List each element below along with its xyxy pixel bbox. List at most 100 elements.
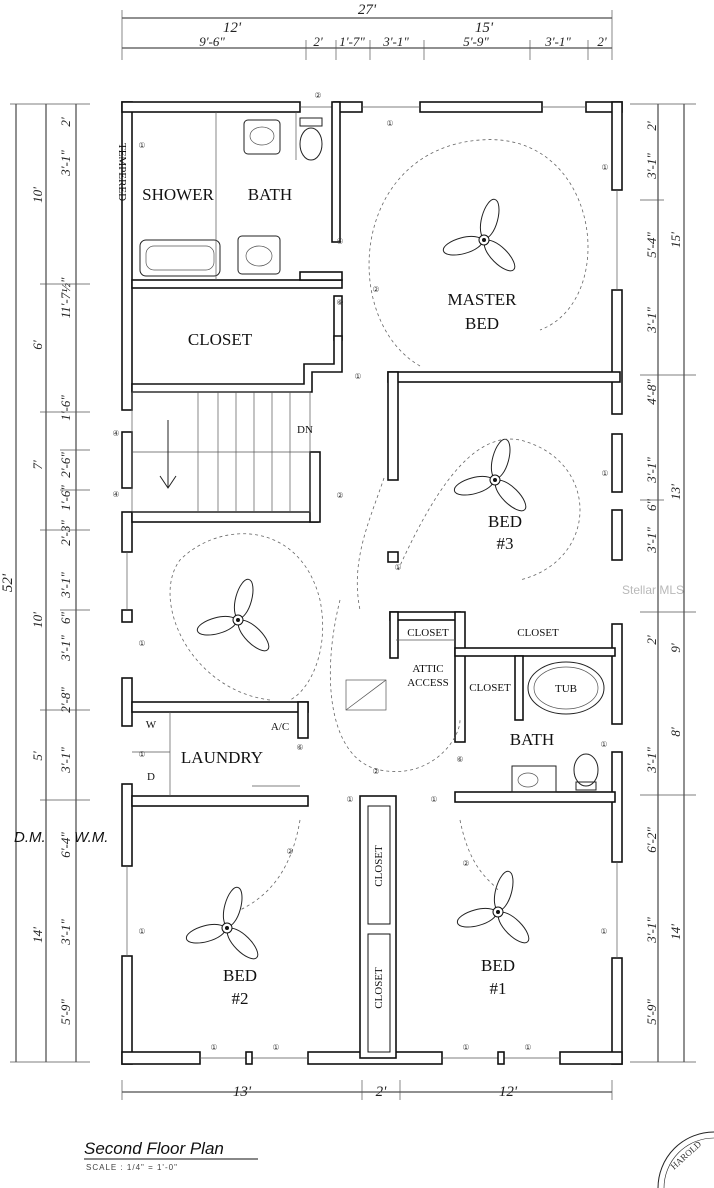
switch-icon: ⑥ (456, 755, 463, 764)
outlet-icon: ② (336, 491, 343, 500)
electrical-symbols: ② ① ① ① ⑥ ⑥ ② ① ④ ④ ② ① ① ① ⑥ ① ⑥ ② ① ① … (112, 91, 608, 1052)
washer-label: W (146, 719, 157, 731)
master-bed-label: MASTER (448, 290, 518, 309)
dim-left-major: 10' (30, 187, 45, 203)
dim-left-minor: 3'-1" (58, 572, 73, 599)
electrical-circuits (169, 139, 589, 911)
dim-top-seg: 9'-6" (199, 34, 225, 49)
outlet-icon: ② (314, 91, 321, 100)
bath-label: BATH (248, 185, 292, 204)
dim-top-total: 27' (358, 2, 377, 18)
light-icon: ① (600, 740, 607, 749)
outlet-icon: ② (462, 859, 469, 868)
dim-right-minor: 2' (644, 121, 659, 131)
dim-left-major: 6' (30, 340, 45, 350)
dim-bottom: 2' (376, 1084, 388, 1100)
bed-3-label: BED (488, 512, 522, 531)
dim-right-minor: 3'-1" (644, 153, 659, 180)
light-icon: ① (138, 141, 145, 150)
stairs-down-label: DN (297, 424, 313, 436)
light-icon: ① (386, 119, 393, 128)
light-icon: ① (138, 639, 145, 648)
dim-left-minor: 3'-1" (58, 747, 73, 774)
switch-icon: ⑥ (336, 298, 343, 307)
interior-walls (131, 101, 621, 1059)
right-dimensions: 15' 13' 9' 8' 14' 2' 3'-1" 5'-4" 3'-1" 4… (630, 103, 696, 1063)
bed-2-label: #2 (232, 989, 249, 1008)
ac-label: A/C (271, 721, 289, 733)
dim-left-minor: 2' (58, 117, 73, 127)
dim-left-minor: 3'-1" (58, 919, 73, 946)
dim-right-minor: 4'-8" (644, 379, 659, 405)
dim-right-major: 15' (668, 232, 683, 248)
dm-label: D.M. (14, 829, 46, 846)
dim-right-minor: 3'-1" (644, 307, 659, 334)
vanity-fixture (511, 765, 557, 793)
attic-access-label: ATTIC (412, 663, 443, 675)
dim-right-major: 9' (668, 643, 683, 653)
outlet-icon: ② (286, 847, 293, 856)
fixtures: DN (131, 112, 605, 796)
bed-2-label: BED (223, 966, 257, 985)
dim-bottom: 12' (499, 1084, 518, 1100)
light-icon: ① (210, 1043, 217, 1052)
outlet-icon: ② (372, 767, 379, 776)
exterior-icon: ④ (112, 490, 119, 499)
light-icon: ① (138, 927, 145, 936)
light-icon: ① (601, 163, 608, 172)
dim-right-minor: 3'-1" (644, 457, 659, 484)
dim-left-minor: 6'-4" (58, 832, 73, 858)
dim-top-left: 12' (223, 20, 242, 36)
fan-icon (196, 578, 270, 652)
bathtub-fixture (139, 239, 221, 277)
dim-top-seg: 2' (313, 34, 323, 49)
plan-title: Second Floor Plan (84, 1139, 224, 1158)
dim-right-minor: 2' (644, 635, 659, 645)
top-dimensions: 27' 12' 15' 9'-6" 2' 1'-7" 3'-1" 5'-9" 3… (121, 2, 613, 60)
light-icon: ① (524, 1043, 531, 1052)
light-icon: ① (601, 469, 608, 478)
dim-top-seg: 5'-9" (463, 34, 489, 49)
dim-left-total: 52' (0, 573, 16, 592)
dryer-label: D (147, 771, 155, 783)
dim-left-minor: 1'-6" (58, 485, 73, 511)
dim-left-major: 5' (30, 751, 45, 761)
light-icon: ① (272, 1043, 279, 1052)
toilet-fixture (299, 127, 323, 161)
dim-top-seg: 2' (597, 34, 607, 49)
light-icon: ① (346, 795, 353, 804)
closet-label: CLOSET (373, 845, 385, 887)
dim-left-minor: 11'-7½" (58, 277, 73, 318)
dim-top-seg: 1'-7" (339, 34, 365, 49)
watermark: Stellar MLS (622, 583, 684, 597)
dim-top-right: 15' (475, 20, 494, 36)
fan-icon (185, 886, 259, 960)
wm-label: W.M. (74, 829, 108, 846)
tub-label: TUB (555, 683, 577, 695)
dim-right-major: 14' (668, 924, 683, 940)
dim-top-seg: 3'-1" (382, 34, 409, 49)
attic-access-label: ACCESS (407, 677, 449, 689)
dim-right-major: 8' (668, 727, 683, 737)
dim-right-minor: 3'-1" (644, 917, 659, 944)
dim-right-minor: 3'-1" (644, 527, 659, 554)
bottom-dimensions: 13' 2' 12' (121, 1080, 613, 1100)
bed-1-label: #1 (490, 979, 507, 998)
fan-icon (456, 870, 530, 944)
closet-label: CLOSET (407, 627, 449, 639)
dim-right-minor: 3'-1" (644, 747, 659, 774)
toilet-fixture (573, 753, 599, 787)
dim-right-minor: 5'-4" (644, 232, 659, 258)
light-icon: ① (462, 1043, 469, 1052)
dim-left-major: 14' (30, 927, 45, 943)
dim-right-minor: 6'-2" (644, 827, 659, 853)
dim-right-minor: 6" (644, 498, 659, 511)
sink-fixture (243, 119, 281, 155)
closet-label: CLOSET (188, 330, 253, 349)
light-icon: ① (394, 563, 401, 572)
switch-icon: ⑥ (296, 743, 303, 752)
left-dimensions: 52' 10' 6' 7' 10' 5' 14' 2' 3'-1" 11'-7½… (0, 103, 90, 1063)
tempered-glass-label: TEMPERED (116, 143, 128, 201)
closet-label: CLOSET (517, 627, 559, 639)
closet-label: CLOSET (469, 682, 511, 694)
